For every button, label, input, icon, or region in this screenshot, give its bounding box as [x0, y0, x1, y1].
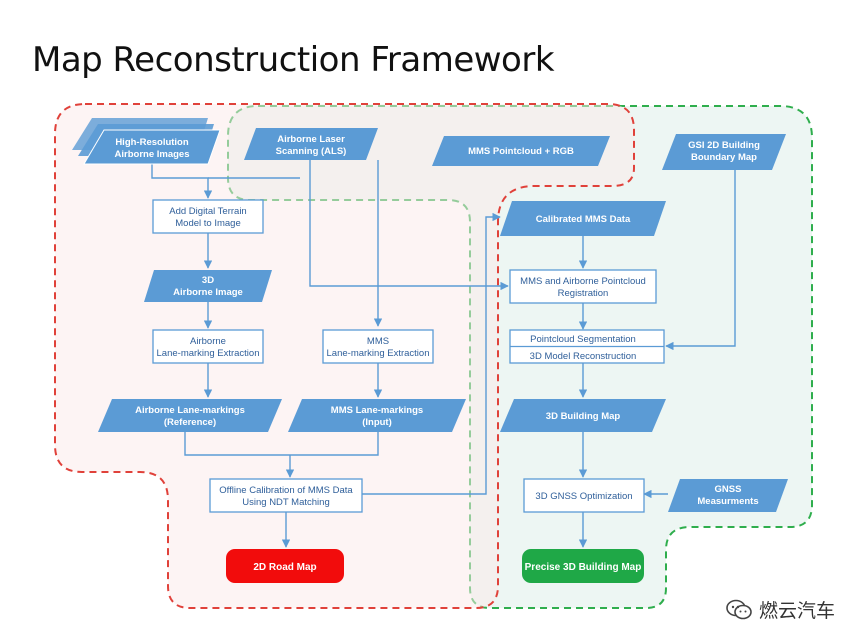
arrow-images-to-dtm: [151, 164, 213, 199]
reconstruction-label: 3D Model Reconstruction: [530, 351, 637, 362]
svg-text:Lane-marking Extraction: Lane-marking Extraction: [327, 348, 430, 359]
node-hr-airborne-images: High-Resolution Airborne Images: [72, 118, 221, 165]
svg-text:Airborne: Airborne: [190, 336, 226, 347]
svg-text:Model to Image: Model to Image: [175, 218, 240, 229]
node-precise-3d-building-map: Precise 3D Building Map: [522, 549, 644, 583]
svg-text:2D Road Map: 2D Road Map: [253, 562, 316, 573]
svg-text:(Input): (Input): [362, 417, 392, 428]
hr-images-line2: Airborne Images: [115, 149, 190, 160]
svg-text:GNSS: GNSS: [715, 484, 742, 495]
svg-text:Airborne Image: Airborne Image: [173, 287, 243, 298]
node-2d-road-map: 2D Road Map: [226, 549, 344, 583]
node-offline-calibration: Offline Calibration of MMS Data Using ND…: [209, 478, 363, 513]
wechat-icon: [726, 599, 752, 619]
node-building-map: 3D Building Map: [500, 399, 666, 432]
svg-text:3D Building Map: 3D Building Map: [546, 411, 621, 422]
svg-text:Measurments: Measurments: [697, 496, 758, 507]
node-gnss-optimization: 3D GNSS Optimization: [523, 478, 645, 513]
watermark: 燃云汽车: [725, 596, 835, 623]
svg-text:Boundary Map: Boundary Map: [691, 152, 757, 163]
svg-text:3D: 3D: [202, 275, 214, 286]
arrow-als-to-registration: [309, 160, 509, 291]
svg-text:(Reference): (Reference): [164, 417, 216, 428]
svg-text:Precise 3D Building Map: Precise 3D Building Map: [525, 562, 642, 573]
node-add-dtm: Add Digital Terrain Model to Image: [152, 199, 264, 234]
node-gsi-boundary-map: GSI 2D Building Boundary Map: [662, 134, 786, 170]
svg-text:Using NDT Matching: Using NDT Matching: [242, 497, 329, 508]
svg-text:3D GNSS Optimization: 3D GNSS Optimization: [535, 491, 632, 502]
node-calibrated-mms: Calibrated MMS Data: [500, 201, 666, 236]
arrow-gsi-to-reconstruction: [665, 170, 736, 351]
svg-text:MMS Pointcloud + RGB: MMS Pointcloud + RGB: [468, 146, 574, 157]
segmentation-label: Pointcloud Segmentation: [530, 334, 636, 345]
node-mms-extraction: MMS Lane-marking Extraction: [322, 329, 434, 364]
svg-text:Calibrated MMS Data: Calibrated MMS Data: [536, 214, 631, 225]
node-airborne-extraction: Airborne Lane-marking Extraction: [152, 329, 264, 364]
node-als: Airborne Laser Scanning (ALS): [244, 128, 378, 160]
hr-images-line1: High-Resolution: [115, 137, 189, 148]
connectors: [151, 160, 736, 548]
node-airborne-markings: Airborne Lane-markings (Reference): [98, 399, 282, 432]
node-segmentation-reconstruction: Pointcloud Segmentation 3D Model Reconst…: [509, 329, 665, 364]
svg-text:Airborne Laser: Airborne Laser: [277, 134, 345, 145]
svg-text:MMS: MMS: [367, 336, 389, 347]
line-airborne-markings-down: [184, 432, 290, 456]
node-mms-pointcloud: MMS Pointcloud + RGB: [432, 136, 610, 166]
svg-text:MMS and Airborne Pointcloud: MMS and Airborne Pointcloud: [520, 276, 646, 287]
watermark-text: 燃云汽车: [758, 600, 835, 622]
svg-text:Registration: Registration: [558, 288, 609, 299]
node-3d-airborne-image: 3D Airborne Image: [144, 270, 272, 302]
node-registration: MMS and Airborne Pointcloud Registration: [509, 269, 657, 304]
svg-text:Offline Calibration of MMS Dat: Offline Calibration of MMS Data: [219, 485, 353, 496]
svg-text:Scanning (ALS): Scanning (ALS): [276, 146, 347, 157]
node-gnss-measurements: GNSS Measurments: [668, 479, 788, 512]
page-title: Map Reconstruction Framework: [32, 40, 555, 80]
node-mms-markings: MMS Lane-markings (Input): [288, 399, 466, 432]
svg-text:GSI 2D Building: GSI 2D Building: [688, 140, 760, 151]
arrow-offline-to-calibrated: [362, 212, 501, 495]
svg-text:Lane-marking Extraction: Lane-marking Extraction: [157, 348, 260, 359]
svg-text:Add Digital Terrain: Add Digital Terrain: [169, 206, 246, 217]
svg-text:Airborne Lane-markings: Airborne Lane-markings: [135, 405, 245, 416]
line-mms-markings-down: [290, 432, 379, 456]
svg-text:MMS Lane-markings: MMS Lane-markings: [331, 405, 423, 416]
